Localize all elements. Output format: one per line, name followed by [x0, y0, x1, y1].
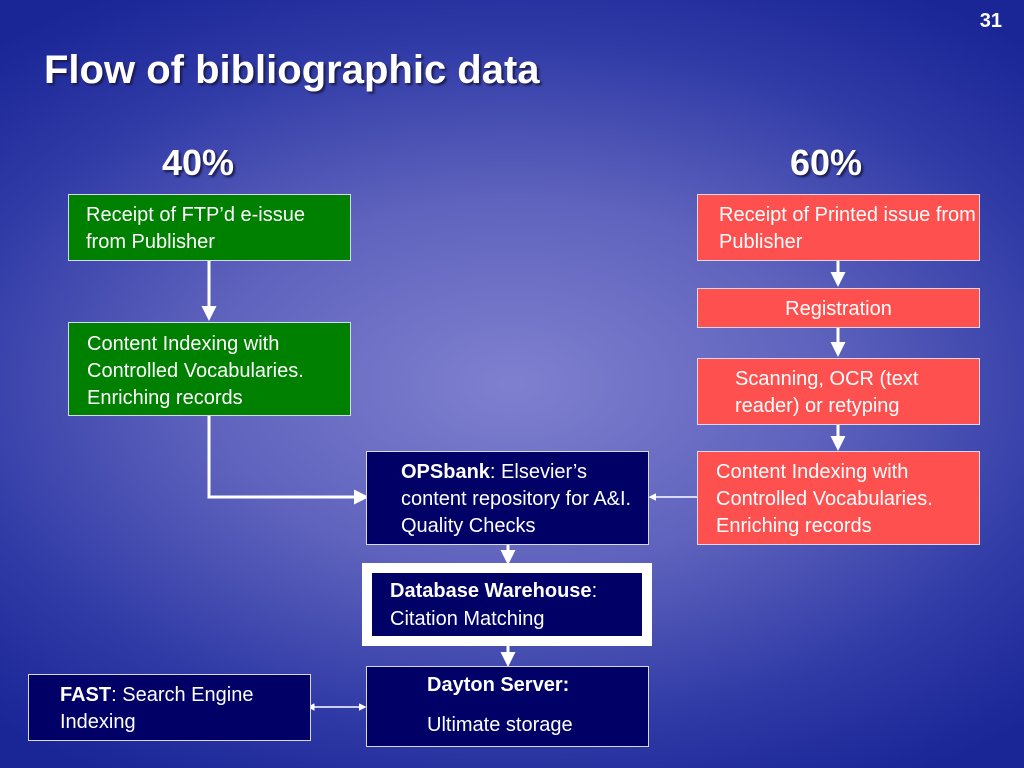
- warehouse-description: : Citation Matching: [390, 580, 598, 630]
- arrow-indexing-to-opsbank: [207, 416, 369, 505]
- fast-name: FAST: [60, 684, 112, 706]
- warehouse-name: Database Warehouse: [390, 580, 592, 602]
- dayton-description: Ultimate storage: [427, 714, 573, 736]
- dayton-name: Dayton Server:: [427, 674, 570, 696]
- ftp-indexing-box: Content Indexing with Controlled Vocabul…: [68, 322, 351, 416]
- print-receipt-box: Receipt of Printed issue from Publisher: [697, 194, 980, 261]
- registration-box: Registration: [697, 288, 980, 328]
- dayton-server-box: Dayton Server: Ultimate storage: [366, 666, 649, 747]
- opsbank-box: OPSbank: Elsevier’s content repository f…: [366, 451, 649, 545]
- print-indexing-box: Content Indexing with Controlled Vocabul…: [697, 451, 980, 545]
- fast-box: FAST: Search Engine Indexing: [28, 674, 311, 741]
- scanning-box: Scanning, OCR (text reader) or retyping: [697, 358, 980, 425]
- fast-description: : Search Engine Indexing: [60, 684, 254, 733]
- left-percent: 40%: [162, 142, 235, 183]
- slide-title: Flow of bibliographic data: [44, 48, 540, 92]
- right-percent: 60%: [790, 142, 863, 183]
- warehouse-box: Database Warehouse: Citation Matching: [372, 573, 642, 636]
- opsbank-name: OPSbank: [401, 461, 490, 483]
- ftp-receipt-box: Receipt of FTP’d e-issue from Publisher: [68, 194, 351, 261]
- slide-number: 31: [979, 10, 1002, 32]
- opsbank-description: : Elsevier’s content repository for A&I.…: [401, 461, 632, 537]
